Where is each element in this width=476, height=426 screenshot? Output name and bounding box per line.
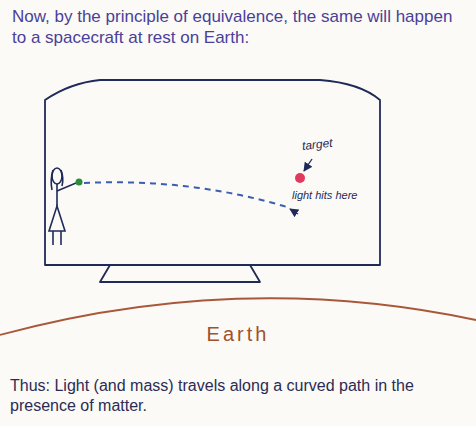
target-dot bbox=[295, 173, 305, 183]
earth-ground: Earth bbox=[0, 280, 476, 372]
light-path bbox=[84, 182, 287, 207]
spacecraft-shape bbox=[45, 80, 380, 282]
astronaut-figure bbox=[49, 168, 76, 245]
heading-note: Now, by the principle of equivalence, th… bbox=[12, 6, 464, 48]
leader-arrow bbox=[304, 159, 312, 171]
spacecraft: target light hits here bbox=[40, 75, 385, 285]
conclusion-note: Thus: Light (and mass) travels along a c… bbox=[10, 376, 466, 416]
leader-label: light hits here bbox=[292, 189, 357, 202]
spacecraft-outline bbox=[40, 75, 385, 285]
target-label: target bbox=[301, 136, 333, 154]
ground-label: Earth bbox=[0, 322, 476, 346]
flashlight-dot bbox=[76, 179, 83, 186]
leader-arrow bbox=[290, 209, 298, 214]
